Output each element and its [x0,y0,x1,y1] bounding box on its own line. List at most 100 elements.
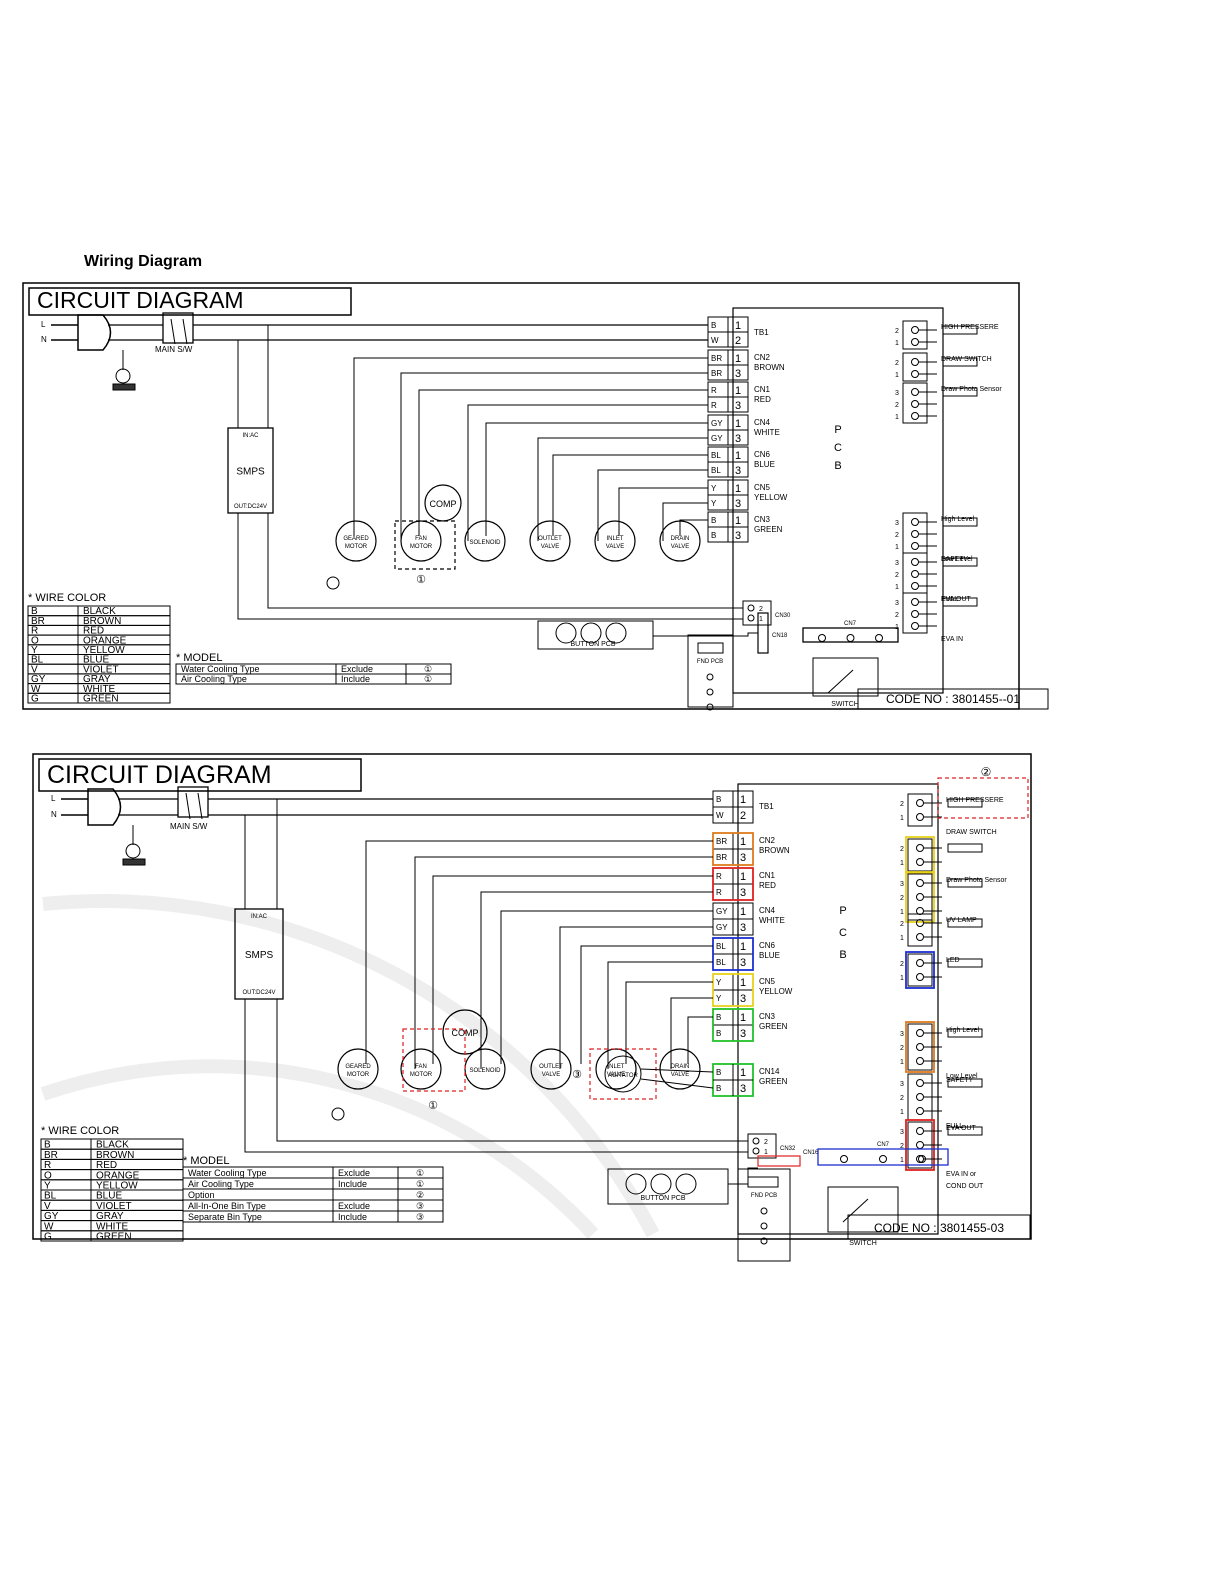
fnd-pcb-label: FND PCB [751,1193,777,1199]
load-label: VALVE [541,544,559,550]
pin-icon [911,610,919,618]
pcb-label-b: B [839,949,846,961]
load-label: MOTOR [410,1072,433,1078]
device-connector-box [902,352,928,382]
device-connector-box [902,592,928,634]
pin-number: 2 [895,572,899,579]
device-symbol [947,878,983,888]
title-box [38,758,362,792]
device-symbol [942,517,978,527]
cn7-label: CN7 [844,621,857,627]
connector-wire-a: Y [711,484,717,493]
load-label: OUTLET [538,536,562,542]
line-label-n: N [51,810,57,819]
wire-color-code: B [31,606,38,617]
pin-icon [916,799,924,807]
pin-number: 1 [895,414,899,421]
pin-icon [916,1107,924,1115]
agitator-option-box [589,1048,657,1100]
device-connector-box [907,838,933,872]
device-symbol [947,918,983,928]
wire-color-code: W [44,1221,54,1232]
diagram-title: CIRCUIT DIAGRAM [37,287,244,313]
wire-color-name-cell [90,1230,184,1242]
connector-cn14-color: GREEN [759,1077,788,1086]
device-label: HIGH PRESSERE [946,797,1004,804]
code-number-box [857,688,1049,710]
fan-motor-option-mark: ① [416,574,426,586]
device-connector-box [902,382,928,424]
pin-number: 1 [900,975,904,982]
load-icon [530,1048,572,1090]
connector-pin-cell [732,918,754,936]
ground-plate [122,858,146,866]
load-wire [580,945,713,1064]
connector-pin-b: 3 [735,530,741,542]
connector-highlight-box [712,867,754,901]
pin-number: 2 [759,606,763,613]
connector-pin-b: 3 [740,957,746,969]
connector-name: CN2 [759,836,776,845]
cn7-label: CN7 [877,1142,890,1148]
model-value: Exclude [338,1168,370,1178]
pin-number: 2 [764,1139,768,1146]
load-wire [500,910,713,1064]
connector-wire-a: B [716,795,721,804]
pin-number: 3 [895,390,899,397]
pin-icon [747,604,755,612]
device-label: Draw Photo Sensor [946,877,1007,884]
connector-name: TB1 [754,328,769,337]
pin-number: 1 [895,544,899,551]
connector-pin-b: 3 [735,465,741,477]
load-wire [365,840,713,1064]
pin-icon [916,933,924,941]
wire-color-name: GREEN [83,694,119,705]
button-pcb-box [537,620,654,650]
load-label: DRAIN [671,536,690,542]
pin-icon [747,614,755,622]
connector-cn32-box [747,1133,777,1159]
wire-color-code: R [44,1160,51,1171]
led-icon [706,688,714,696]
model-name: Air Cooling Type [188,1179,254,1189]
connector-bar [757,1155,801,1167]
connector-color: YELLOW [759,987,793,996]
load-wire [670,997,713,1069]
pin-icon [752,1147,760,1155]
pin-number: 3 [900,1129,904,1136]
pin-number: 3 [895,520,899,527]
wire-color-name: GRAY [96,1211,124,1222]
load-label: DRAIN [671,1064,690,1070]
connector-wire-a: BR [711,354,722,363]
pin-number: 1 [895,372,899,379]
plug-icon [87,788,122,826]
pin-icon [916,973,924,981]
wire-color-name: BLUE [96,1191,122,1202]
model-mark: ① [416,1179,424,1189]
connector-wire-b: B [716,1029,721,1038]
device-label: Draw Photo Sensor [941,386,1002,393]
connector-wire-b: B [716,1084,721,1093]
smps-wire [267,513,743,609]
switch-label: SWITCH [831,701,859,708]
connector-name: CN4 [759,906,776,915]
connector-wire-a: GY [716,907,728,916]
model-name: All-In-One Bin Type [188,1201,266,1211]
connector-name: CN5 [759,977,776,986]
pin-number: 1 [764,1149,768,1156]
device-label: EVA IN or [946,1171,977,1178]
pin-icon [911,570,919,578]
connector-pin-cell [727,461,749,478]
wire-color-code: B [44,1140,51,1151]
load-label: SOLENOID [469,540,501,546]
high-pressure-option-box [937,777,1029,819]
connector-pin-b: 3 [740,1083,746,1095]
wire-color-name: BROWN [96,1150,134,1161]
pin-number: 1 [900,1157,904,1164]
switch-lever [827,669,854,694]
connector-pin-a: 1 [740,794,746,806]
wire-color-code: BR [31,616,45,627]
wire-color-title: * WIRE COLOR [41,1125,119,1137]
model-mark: ① [424,664,432,674]
device-label: DRAW SWITCH [946,829,997,836]
